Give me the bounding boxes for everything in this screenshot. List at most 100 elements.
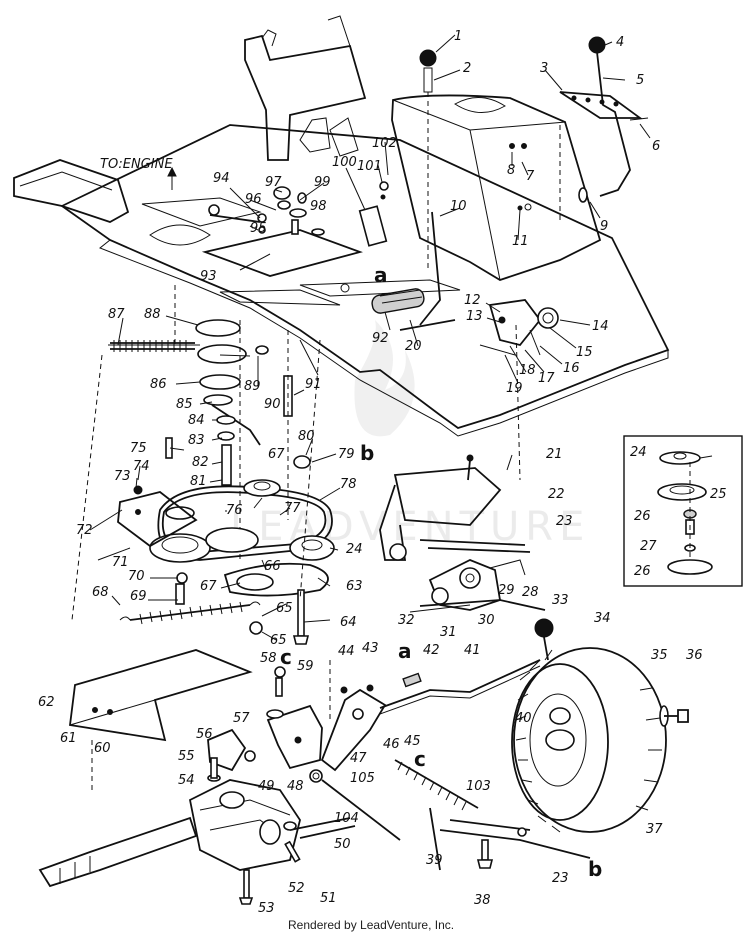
leader-lines <box>89 34 651 641</box>
callout-46: 46 <box>383 737 400 752</box>
rear-wheel-tire <box>511 647 667 833</box>
engine-direction-label: TO:ENGINE <box>100 157 173 172</box>
callout-102: 102 <box>372 136 397 151</box>
callout-31: 31 <box>440 625 457 640</box>
callout-80: 80 <box>298 429 315 444</box>
small-hardware <box>208 181 389 247</box>
callout-93: 93 <box>200 269 217 284</box>
callout-65-upper: 65 <box>276 601 293 616</box>
callout-67-upper: 67 <box>268 447 285 462</box>
callout-5: 5 <box>636 73 644 88</box>
callout-95: 95 <box>250 221 267 236</box>
callout-16: 16 <box>563 361 580 376</box>
callout-62: 62 <box>38 695 55 710</box>
callout-100: 100 <box>332 155 357 170</box>
callout-21: 21 <box>546 447 563 462</box>
callout-96: 96 <box>245 192 262 207</box>
reference-b-lower: b <box>588 857 602 881</box>
reference-c-upper: c <box>280 645 292 669</box>
callout-54: 54 <box>178 773 195 788</box>
callout-38: 38 <box>474 893 491 908</box>
callout-26-upper: 26 <box>634 509 651 524</box>
callout-45: 45 <box>404 734 421 749</box>
callout-25: 25 <box>710 487 727 502</box>
callout-72: 72 <box>76 523 93 538</box>
shift-rod <box>379 659 541 715</box>
callout-52: 52 <box>288 881 305 896</box>
callout-41: 41 <box>464 643 481 658</box>
callout-92: 92 <box>372 331 389 346</box>
render-credit: Rendered by LeadVenture, Inc. <box>288 918 454 932</box>
callout-2: 2 <box>463 61 471 76</box>
lower-bracket <box>68 649 253 742</box>
callout-33: 33 <box>552 593 569 608</box>
callout-83: 83 <box>188 433 205 448</box>
callout-69: 69 <box>130 589 147 604</box>
callout-77: 77 <box>284 501 301 516</box>
callout-99: 99 <box>314 175 331 190</box>
callout-104: 104 <box>334 811 359 826</box>
callout-98: 98 <box>310 199 327 214</box>
callout-27: 27 <box>640 539 657 554</box>
lever-knob <box>534 618 554 661</box>
callout-82: 82 <box>192 455 209 470</box>
callout-71: 71 <box>112 555 129 570</box>
callout-60: 60 <box>94 741 111 756</box>
callout-37: 37 <box>646 822 663 837</box>
guidelines <box>71 285 521 790</box>
callout-70: 70 <box>128 569 145 584</box>
callout-68: 68 <box>92 585 109 600</box>
callout-56: 56 <box>196 727 213 742</box>
callout-97: 97 <box>265 175 282 190</box>
axle-hardware <box>659 705 689 727</box>
callout-24: 24 <box>346 542 363 557</box>
callout-55: 55 <box>178 749 195 764</box>
callout-79: 79 <box>338 447 355 462</box>
reference-a-lower: a <box>398 639 412 663</box>
callout-49: 49 <box>258 779 275 794</box>
callout-23-upper: 23 <box>556 514 573 529</box>
inset-detail-box <box>623 435 743 587</box>
callout-12: 12 <box>464 293 481 308</box>
callout-42: 42 <box>423 643 440 658</box>
control-brackets <box>207 666 387 783</box>
clutch-brake-pedal <box>371 211 456 331</box>
motion-control-arm <box>379 454 531 561</box>
pulley-bolt <box>249 589 310 645</box>
callout-13: 13 <box>466 309 483 324</box>
frame-floor-pan <box>13 124 670 437</box>
callout-64: 64 <box>340 615 357 630</box>
callout-59: 59 <box>297 659 314 674</box>
callout-61: 61 <box>60 731 77 746</box>
callout-85: 85 <box>176 397 193 412</box>
callout-74: 74 <box>133 459 150 474</box>
callout-17: 17 <box>538 371 555 386</box>
callout-11: 11 <box>512 234 529 249</box>
callout-58: 58 <box>260 651 277 666</box>
callout-66: 66 <box>264 559 281 574</box>
callout-94: 94 <box>213 171 230 186</box>
callout-51: 51 <box>320 891 337 906</box>
callout-57: 57 <box>233 711 250 726</box>
callout-63: 63 <box>346 579 363 594</box>
engine-label: TO:ENGINE <box>100 157 177 190</box>
callout-22: 22 <box>548 487 565 502</box>
callout-48: 48 <box>287 779 304 794</box>
brake-linkage <box>479 299 559 356</box>
callout-6: 6 <box>652 139 660 154</box>
callout-103: 103 <box>466 779 491 794</box>
callout-8: 8 <box>507 163 515 178</box>
callout-44: 44 <box>338 644 355 659</box>
callout-19: 19 <box>506 381 523 396</box>
reference-c-lower: c <box>414 747 426 771</box>
callout-40: 40 <box>515 711 532 726</box>
watermark-text: LEADVENTURE <box>230 504 590 550</box>
fender-tower <box>391 94 602 281</box>
callout-88: 88 <box>144 307 161 322</box>
callout-23-lower: 23 <box>552 871 569 886</box>
callout-35: 35 <box>651 648 668 663</box>
brake-springs <box>321 759 479 841</box>
callout-28: 28 <box>522 585 539 600</box>
speed-control-lever <box>559 36 649 220</box>
